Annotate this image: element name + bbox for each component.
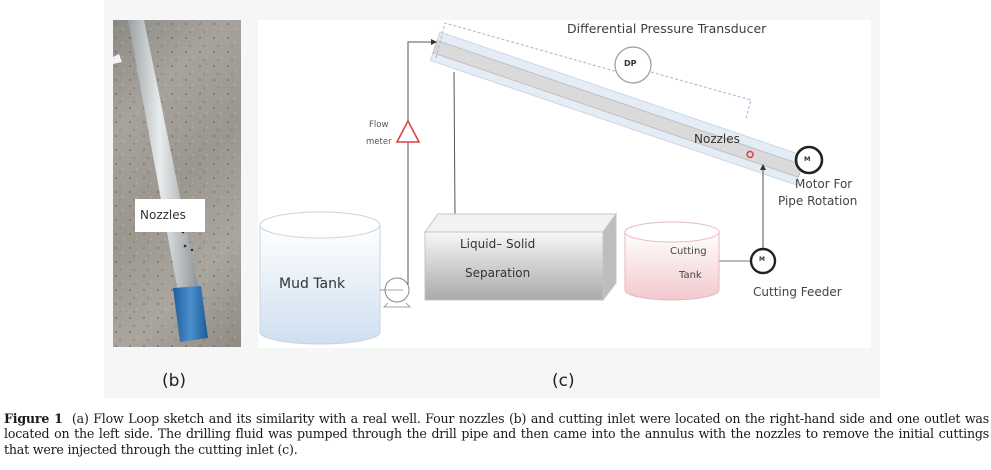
feeder-symbol-text: M bbox=[759, 256, 765, 263]
cutting-tank bbox=[624, 221, 720, 301]
flow-meter-label-line1: Flow bbox=[369, 120, 389, 130]
dp-line-right bbox=[650, 71, 752, 119]
nozzles-label: Nozzles bbox=[694, 132, 740, 146]
separation-label-line2: Separation bbox=[465, 266, 531, 280]
flow-loop-schematic: Differential Pressure Transducer DP Flow… bbox=[258, 20, 871, 348]
figure-caption: Figure 1 (a) Flow Loop sketch and its si… bbox=[4, 411, 989, 457]
motor-label-line2: Pipe Rotation bbox=[778, 194, 858, 208]
panel-label-b: (b) bbox=[162, 371, 187, 391]
return-line bbox=[453, 71, 457, 219]
mud-tank-label: Mud Tank bbox=[279, 276, 346, 292]
mud-tank bbox=[259, 211, 381, 345]
flow-loop-drawing bbox=[259, 22, 824, 345]
caption-prefix: Figure 1 bbox=[4, 411, 63, 426]
dp-symbol-text: DP bbox=[624, 59, 637, 68]
drill-pipe-blue-end bbox=[173, 286, 208, 342]
dp-transducer-label: Differential Pressure Transducer bbox=[567, 21, 767, 36]
pipe-rotation-motor-symbol bbox=[794, 145, 824, 175]
pipe-motor-symbol-text: M bbox=[804, 155, 811, 163]
nozzle-marker bbox=[746, 150, 754, 159]
drill-pipe-photo bbox=[113, 20, 241, 347]
nozzle-hole bbox=[183, 244, 187, 248]
nozzle-hole bbox=[190, 248, 194, 252]
separation-unit bbox=[424, 212, 617, 302]
separation-label-line1: Liquid– Solid bbox=[460, 237, 536, 251]
pump-symbol bbox=[380, 277, 411, 308]
cutting-feeder-label: Cutting Feeder bbox=[753, 285, 842, 299]
cutting-tank-label-line1: Cutting bbox=[670, 246, 707, 257]
panel-label-c: (c) bbox=[552, 371, 575, 391]
nozzles-callout: Nozzles bbox=[135, 199, 205, 232]
cutting-tank-label-line2: Tank bbox=[679, 270, 702, 281]
motor-label-line1: Motor For bbox=[795, 177, 853, 191]
cutting-feeder-motor-symbol bbox=[749, 247, 777, 275]
flow-meter-label-line2: meter bbox=[366, 137, 392, 147]
flow-meter-symbol bbox=[395, 119, 421, 143]
paper-scrap bbox=[113, 54, 122, 64]
caption-text: (a) Flow Loop sketch and its similarity … bbox=[4, 411, 989, 457]
drill-pipe-photo-drawing bbox=[113, 20, 241, 347]
dp-line-left bbox=[435, 22, 636, 73]
dp-transducer-symbol bbox=[614, 46, 652, 84]
